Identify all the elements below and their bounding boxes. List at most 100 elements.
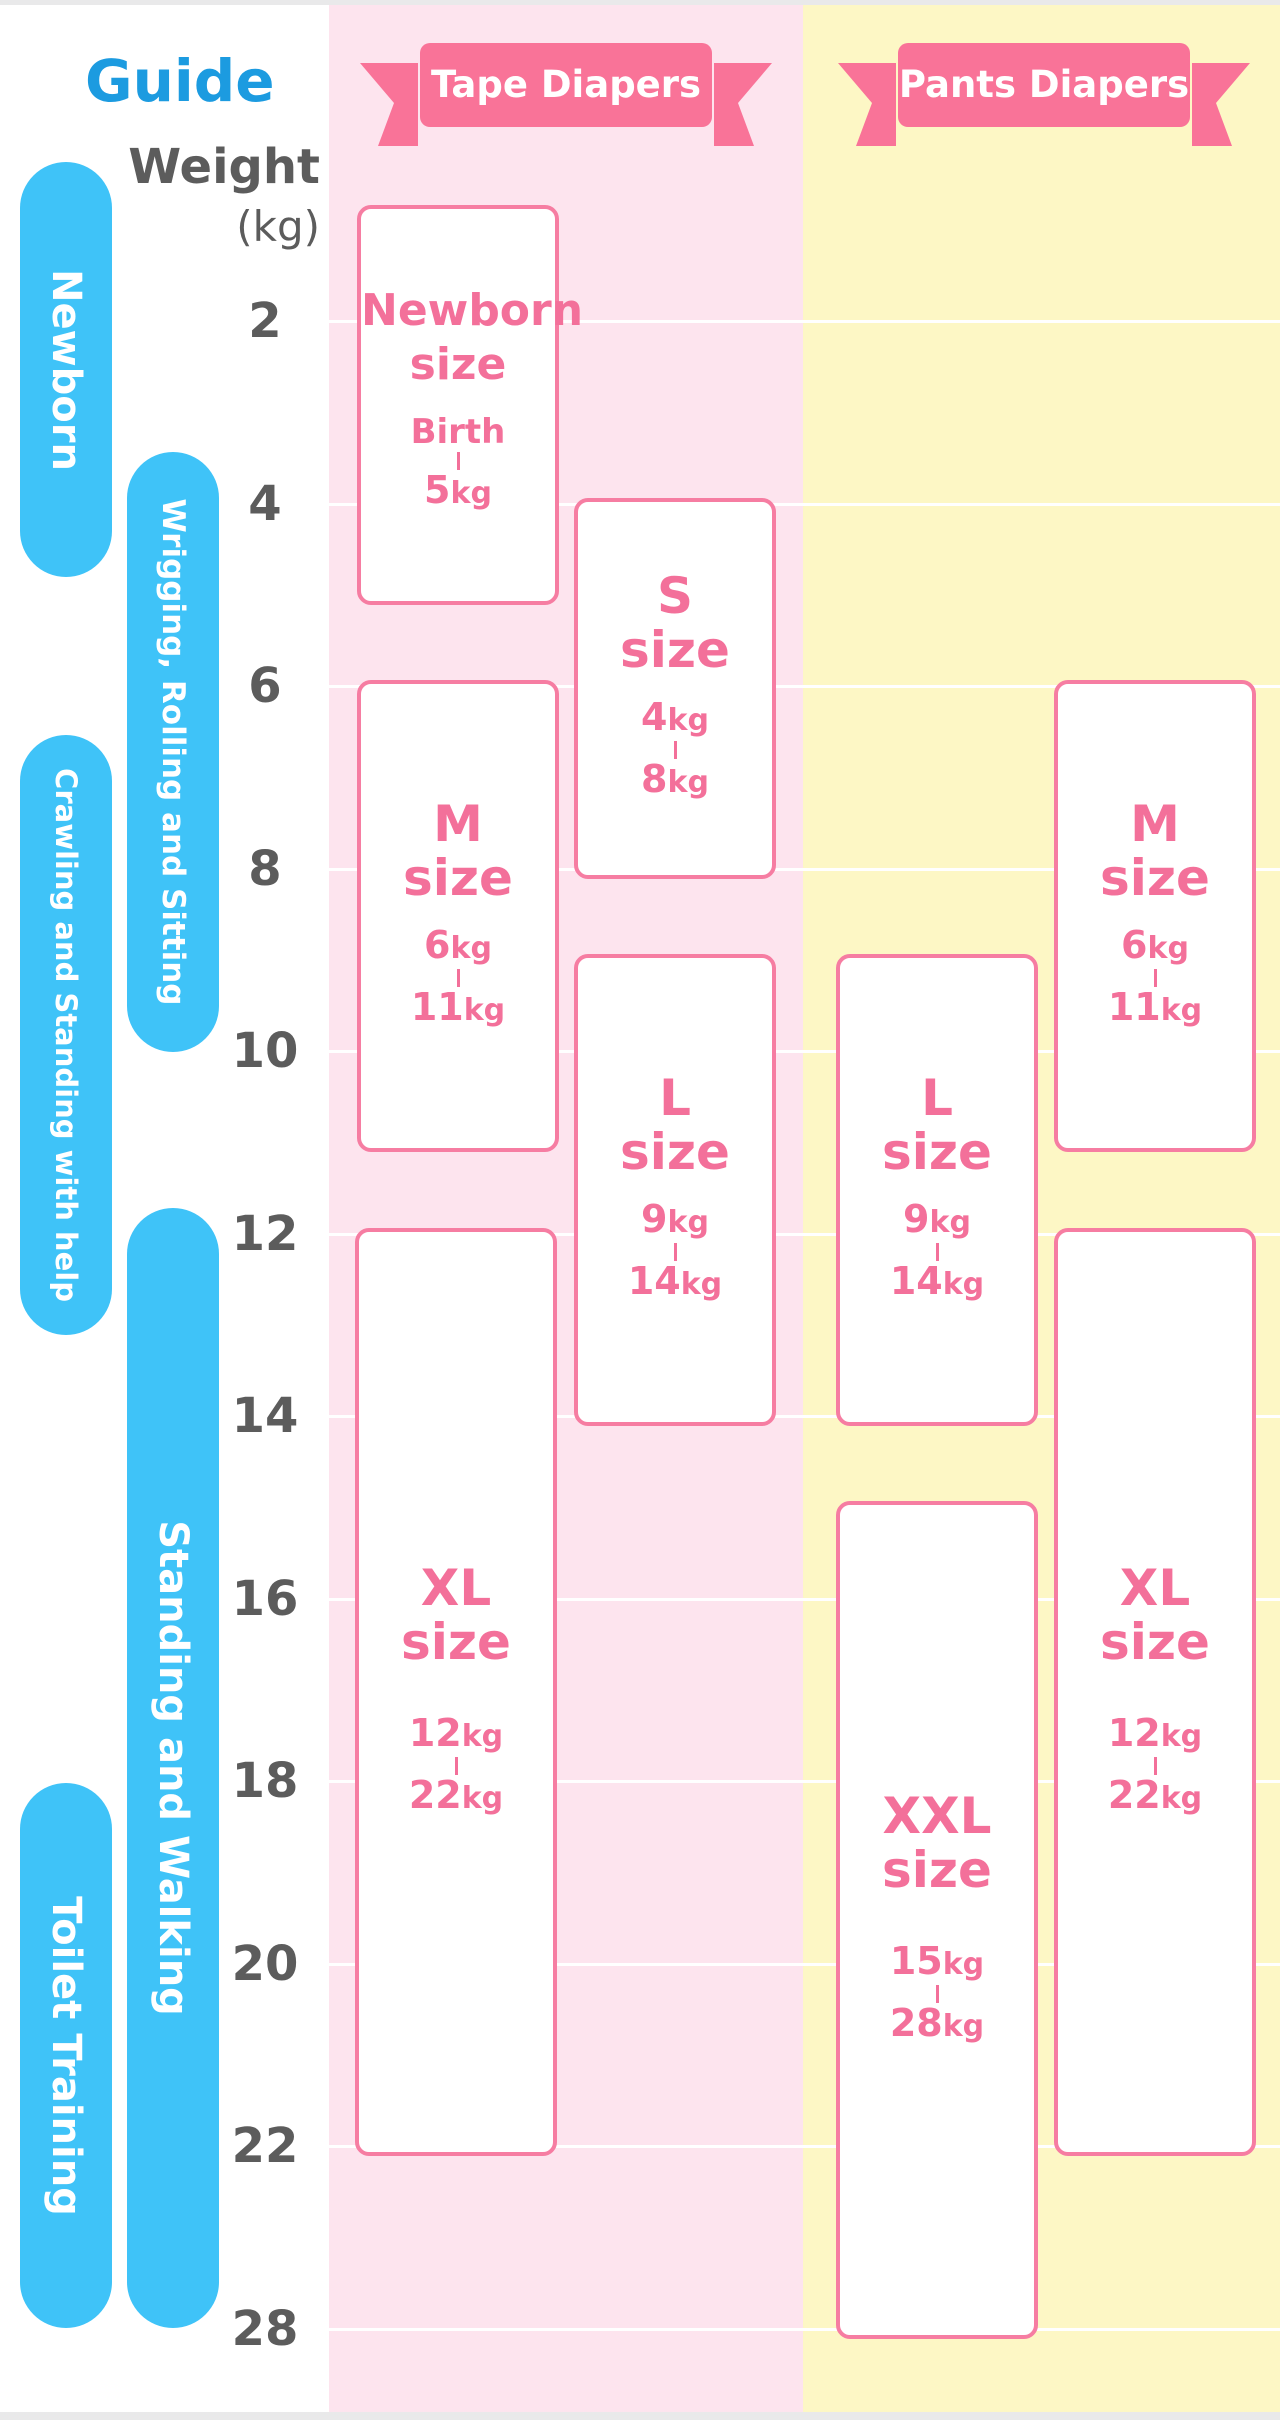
unit-label: kg <box>680 1266 723 1302</box>
gridline <box>329 2145 1280 2148</box>
unit-label: kg <box>942 1946 985 1982</box>
unit-label: kg <box>1160 1780 1203 1816</box>
stage-label: Toilet Training <box>43 1895 89 2216</box>
stage-toilet-training: Toilet Training <box>20 1783 112 2328</box>
size-min: 6kg <box>424 923 492 968</box>
size-min: 4kg <box>641 695 709 739</box>
size-suffix: size <box>1100 849 1210 908</box>
size-suffix: size <box>882 1840 992 1899</box>
y-tick-label: 2 <box>248 293 282 349</box>
size-max: 22kg <box>408 1772 504 1817</box>
size-max: 14kg <box>889 1258 985 1303</box>
size-name: Newborn <box>361 284 584 336</box>
stage-label: Wrigging, Rolling and Sitting <box>155 498 191 1006</box>
y-tick-label: 10 <box>231 1023 299 1079</box>
y-tick-label: 20 <box>231 1935 299 1992</box>
unit-label: kg <box>463 993 506 1029</box>
y-tick-label: 18 <box>231 1753 299 1809</box>
y-tick-label: 16 <box>231 1570 299 1627</box>
range-divider <box>454 1756 458 1775</box>
size-suffix: size <box>1100 1612 1210 1671</box>
unit-label: kg <box>667 765 709 800</box>
range-divider <box>456 451 460 470</box>
size-suffix: size <box>620 621 730 679</box>
unit-label: kg <box>450 931 492 967</box>
size-name: L <box>921 1068 953 1127</box>
size-suffix: size <box>620 1122 730 1181</box>
gridline <box>329 320 1280 323</box>
size-max: 8kg <box>641 757 709 801</box>
unit-label: kg <box>1160 993 1203 1029</box>
size-name: XL <box>1119 1558 1191 1617</box>
size-max: 11kg <box>410 985 506 1030</box>
stage-crawling-standing: Crawling and Standing with help <box>20 735 112 1335</box>
unit-label: kg <box>929 1204 971 1240</box>
range-divider <box>935 1984 939 2003</box>
stage-wriggling-rolling-sitting: Wrigging, Rolling and Sitting <box>127 452 219 1052</box>
gridline <box>329 1597 1280 1601</box>
size-min: 12kg <box>1107 1710 1203 1755</box>
size-name: M <box>433 795 483 854</box>
y-tick-label: 6 <box>248 658 282 714</box>
axis-unit: (kg) <box>236 202 320 251</box>
size-name: L <box>659 1068 691 1127</box>
axis-label-text: Weight <box>128 139 320 195</box>
size-suffix: size <box>409 338 507 390</box>
range-divider <box>1153 969 1157 988</box>
gridline <box>329 867 1280 871</box>
stage-label: Standing and Walking <box>150 1520 196 2016</box>
gridline <box>329 2327 1280 2331</box>
gridline <box>329 1232 1280 1236</box>
range-divider <box>456 969 460 988</box>
stage-standing-walking: Standing and Walking <box>127 1208 219 2328</box>
gridline <box>329 1050 1280 1053</box>
size-name: XXL <box>882 1786 992 1845</box>
size-max: 28kg <box>889 2000 985 2045</box>
y-tick-label: 4 <box>248 475 282 532</box>
y-tick-label: 22 <box>231 2118 299 2174</box>
y-tick-label: 28 <box>231 2300 299 2357</box>
stage-newborn: Newborn <box>20 162 112 577</box>
tape-diapers-label: Tape Diapers <box>420 43 712 127</box>
unit-label: kg <box>942 1266 985 1302</box>
unit-label: kg <box>1147 931 1189 967</box>
ribbon-icon <box>360 63 772 146</box>
size-max: 22kg <box>1107 1772 1203 1817</box>
unit-label: kg <box>461 1780 504 1816</box>
y-tick-label: 12 <box>231 1205 299 1262</box>
size-min: 12kg <box>408 1710 504 1755</box>
size-name: S <box>656 567 693 625</box>
size-min: 6kg <box>1121 923 1189 968</box>
unit-label: kg <box>667 703 709 738</box>
gridline <box>329 685 1280 688</box>
stage-label: Newborn <box>43 268 89 471</box>
range-divider <box>935 1242 939 1261</box>
size-max: 11kg <box>1107 985 1203 1030</box>
size-name: XL <box>420 1558 492 1617</box>
unit-label: kg <box>450 475 492 511</box>
size-max: 5kg <box>424 467 492 512</box>
guide-title: Guide <box>85 47 275 115</box>
size-min: 9kg <box>641 1196 709 1241</box>
y-tick-label: 8 <box>248 840 282 897</box>
size-suffix: size <box>403 849 513 908</box>
gridline <box>329 1962 1280 1966</box>
size-name: M <box>1130 795 1180 854</box>
pants-diapers-label: Pants Diapers <box>898 43 1190 127</box>
